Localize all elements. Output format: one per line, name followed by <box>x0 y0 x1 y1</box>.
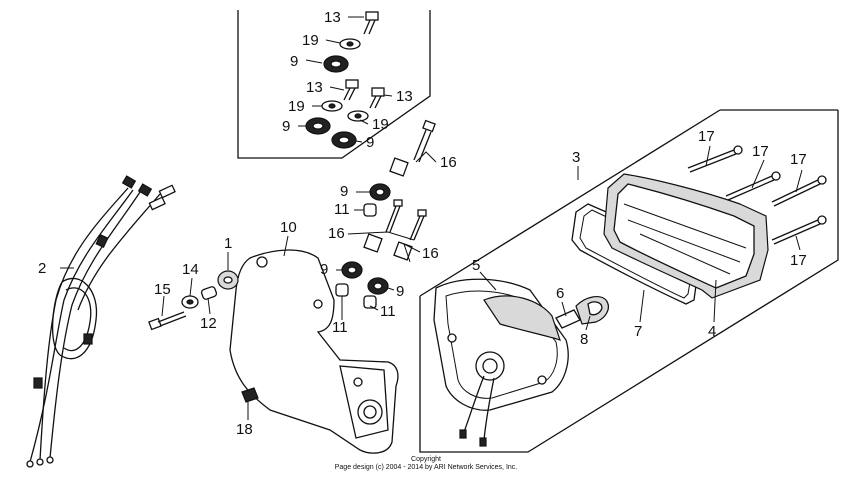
tail-light-housing <box>433 278 569 447</box>
callout-13: 13 <box>324 9 341 26</box>
callout-16: 16 <box>440 154 457 171</box>
callout-labels: 13 19 9 13 13 19 19 9 9 16 3 9 11 10 16 … <box>38 9 807 438</box>
callout-9: 9 <box>366 134 374 151</box>
callout-17: 17 <box>698 128 715 145</box>
callout-11: 11 <box>380 303 396 320</box>
hardware-left <box>148 270 259 403</box>
callout-9: 9 <box>290 53 298 70</box>
tail-light-group-border <box>419 109 839 453</box>
callout-9: 9 <box>282 118 290 135</box>
callout-1: 1 <box>224 235 232 252</box>
wire-harness <box>26 175 176 468</box>
callout-3: 3 <box>572 149 580 166</box>
callout-17: 17 <box>790 151 807 168</box>
callout-9: 9 <box>320 261 328 278</box>
leader-lines <box>60 16 803 420</box>
copyright-notice: Copyright Page design (c) 2004 - 2014 by… <box>335 456 518 471</box>
inset-hardware <box>305 11 385 149</box>
callout-11: 11 <box>332 319 348 336</box>
callout-16: 16 <box>422 245 439 262</box>
callout-14: 14 <box>182 261 199 278</box>
callout-18: 18 <box>236 421 253 438</box>
callout-9: 9 <box>340 183 348 200</box>
tail-light-base-bracket <box>229 249 399 454</box>
callout-19: 19 <box>372 116 389 133</box>
callout-8: 8 <box>580 331 588 348</box>
callout-17: 17 <box>752 143 769 160</box>
callout-9: 9 <box>396 283 404 300</box>
callout-2: 2 <box>38 260 46 277</box>
center-hardware <box>335 119 436 309</box>
lens-screws <box>687 145 827 245</box>
copyright-line-2: Page design (c) 2004 - 2014 by ARI Netwo… <box>335 464 518 471</box>
callout-5: 5 <box>472 257 480 274</box>
callout-12: 12 <box>200 315 217 332</box>
callout-13: 13 <box>306 79 323 96</box>
callout-16: 16 <box>328 225 345 242</box>
copyright-line-1: Copyright <box>411 456 441 463</box>
callout-19: 19 <box>302 32 319 49</box>
callout-4: 4 <box>708 323 716 340</box>
callout-15: 15 <box>154 281 171 298</box>
callout-13: 13 <box>396 88 413 105</box>
callout-7: 7 <box>634 323 642 340</box>
callout-6: 6 <box>556 285 564 302</box>
bulb-socket-and-bulb <box>555 296 609 329</box>
callout-17: 17 <box>790 252 807 269</box>
tail-light-lens <box>603 173 769 299</box>
inset-border <box>237 10 431 159</box>
callout-19: 19 <box>288 98 305 115</box>
callout-10: 10 <box>280 219 297 236</box>
callout-11: 11 <box>334 201 350 218</box>
